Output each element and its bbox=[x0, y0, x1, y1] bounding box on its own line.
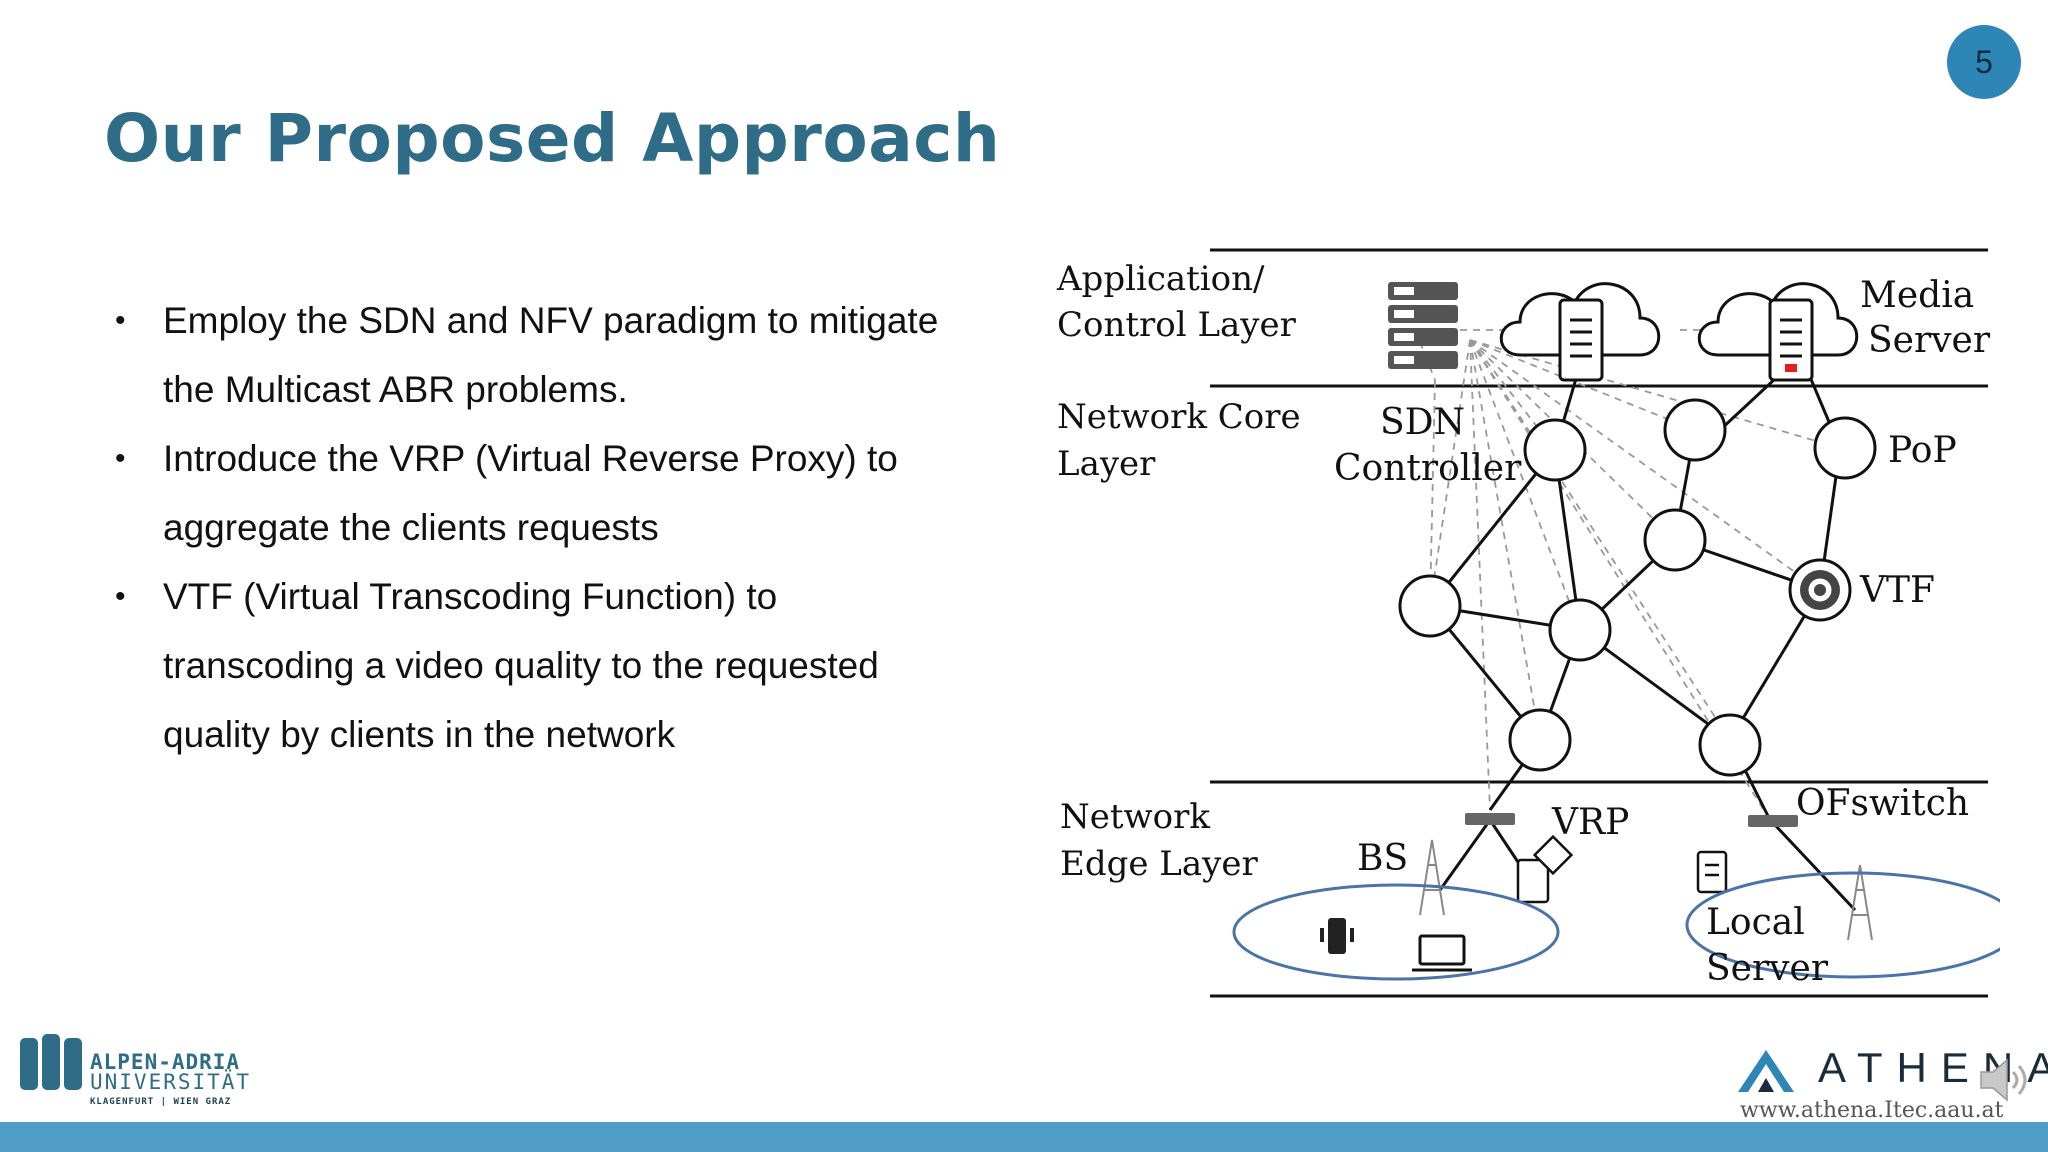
bullet-list: Employ the SDN and NFV paradigm to mitig… bbox=[115, 286, 1015, 769]
speaker-icon[interactable] bbox=[1975, 1050, 2035, 1110]
cloud-server-icon bbox=[1697, 282, 1859, 382]
athena-logo-mark bbox=[1738, 1050, 1794, 1092]
aau-logo: ALPEN-ADRIA UNIVERSITÄT KLAGENFURT | WIE… bbox=[18, 1030, 258, 1107]
athena-logo-url: www.athena.Itec.aau.at bbox=[1740, 1098, 2004, 1123]
bullet-item: VTF (Virtual Transcoding Function) to tr… bbox=[115, 562, 1015, 769]
athena-logo: ATHENA www.athena.Itec.aau.at bbox=[1730, 1040, 2048, 1125]
node-label: Media bbox=[1860, 275, 1974, 316]
switch-icon bbox=[1748, 815, 1798, 827]
bullet-item: Employ the SDN and NFV paradigm to mitig… bbox=[115, 286, 1015, 424]
layer-label: Network Core bbox=[1057, 397, 1301, 437]
network-architecture-diagram: Application/ Control Layer Network Core … bbox=[1056, 248, 2000, 998]
aau-logo-text: ALPEN-ADRIA UNIVERSITÄT KLAGENFURT | WIE… bbox=[90, 1052, 251, 1112]
bullet-line: transcoding a video quality to the reque… bbox=[163, 645, 879, 686]
page-number-badge: 5 bbox=[1947, 25, 2021, 99]
bullet-line: quality by clients in the network bbox=[163, 714, 676, 755]
node-label: Local bbox=[1706, 902, 1805, 943]
athena-logo-name: ATHENA bbox=[1818, 1044, 2048, 1091]
footer-bar bbox=[0, 1122, 2048, 1152]
bullet-line: Introduce the VRP (Virtual Reverse Proxy… bbox=[163, 438, 898, 479]
bullet-line: the Multicast ABR problems. bbox=[163, 369, 628, 410]
switch-icon bbox=[1465, 813, 1515, 825]
node-label: Server bbox=[1868, 320, 1991, 361]
vrp-server-icon bbox=[1516, 834, 1574, 904]
layer-label: Layer bbox=[1057, 444, 1156, 484]
edge-network-ellipse bbox=[1232, 883, 1560, 981]
local-server-icon bbox=[1696, 850, 1728, 894]
server-rack-icon bbox=[1388, 282, 1458, 369]
cloud-server-icon bbox=[1499, 282, 1661, 382]
node-label: VRP bbox=[1551, 802, 1629, 843]
aau-logo-line: KLAGENFURT | WIEN GRAZ bbox=[90, 1097, 232, 1107]
phone-icon bbox=[1320, 918, 1354, 954]
core-node bbox=[1663, 398, 1727, 462]
aau-logo-line: ALPEN-ADRIA bbox=[90, 1050, 241, 1074]
bullet-item: Introduce the VRP (Virtual Reverse Proxy… bbox=[115, 424, 1015, 562]
pop-node bbox=[1813, 416, 1877, 480]
core-node bbox=[1508, 708, 1572, 772]
layer-label: Application/ bbox=[1056, 259, 1265, 299]
core-node bbox=[1523, 418, 1587, 482]
node-label: PoP bbox=[1888, 430, 1957, 471]
bullet-line: VTF (Virtual Transcoding Function) to bbox=[163, 576, 778, 617]
node-label: Controller bbox=[1334, 448, 1522, 489]
antenna-tower-icon bbox=[1419, 839, 1445, 916]
gear-icon bbox=[1800, 570, 1840, 610]
node-label: SDN bbox=[1380, 402, 1465, 443]
aau-logo-mark bbox=[20, 1034, 82, 1090]
layer-label: Control Layer bbox=[1057, 305, 1297, 345]
page-title: Our Proposed Approach bbox=[104, 100, 1001, 177]
core-node bbox=[1548, 598, 1612, 662]
core-node bbox=[1643, 508, 1707, 572]
node-label: VTF bbox=[1859, 570, 1935, 611]
core-node bbox=[1698, 713, 1762, 777]
node-label: Server bbox=[1706, 948, 1829, 989]
laptop-icon bbox=[1412, 934, 1472, 972]
node-label: BS bbox=[1357, 838, 1408, 879]
aau-logo-line: UNIVERSITÄT bbox=[90, 1070, 252, 1094]
layer-label: Edge Layer bbox=[1060, 844, 1258, 884]
layer-label: Network bbox=[1060, 797, 1210, 837]
network-links bbox=[1428, 363, 1857, 912]
node-label: OFswitch bbox=[1796, 783, 1969, 824]
core-node bbox=[1398, 574, 1462, 638]
antenna-tower-icon bbox=[1847, 864, 1873, 941]
edge-network-ellipse bbox=[1685, 871, 2000, 979]
bullet-line: aggregate the clients requests bbox=[163, 507, 659, 548]
bullet-line: Employ the SDN and NFV paradigm to mitig… bbox=[163, 300, 939, 341]
